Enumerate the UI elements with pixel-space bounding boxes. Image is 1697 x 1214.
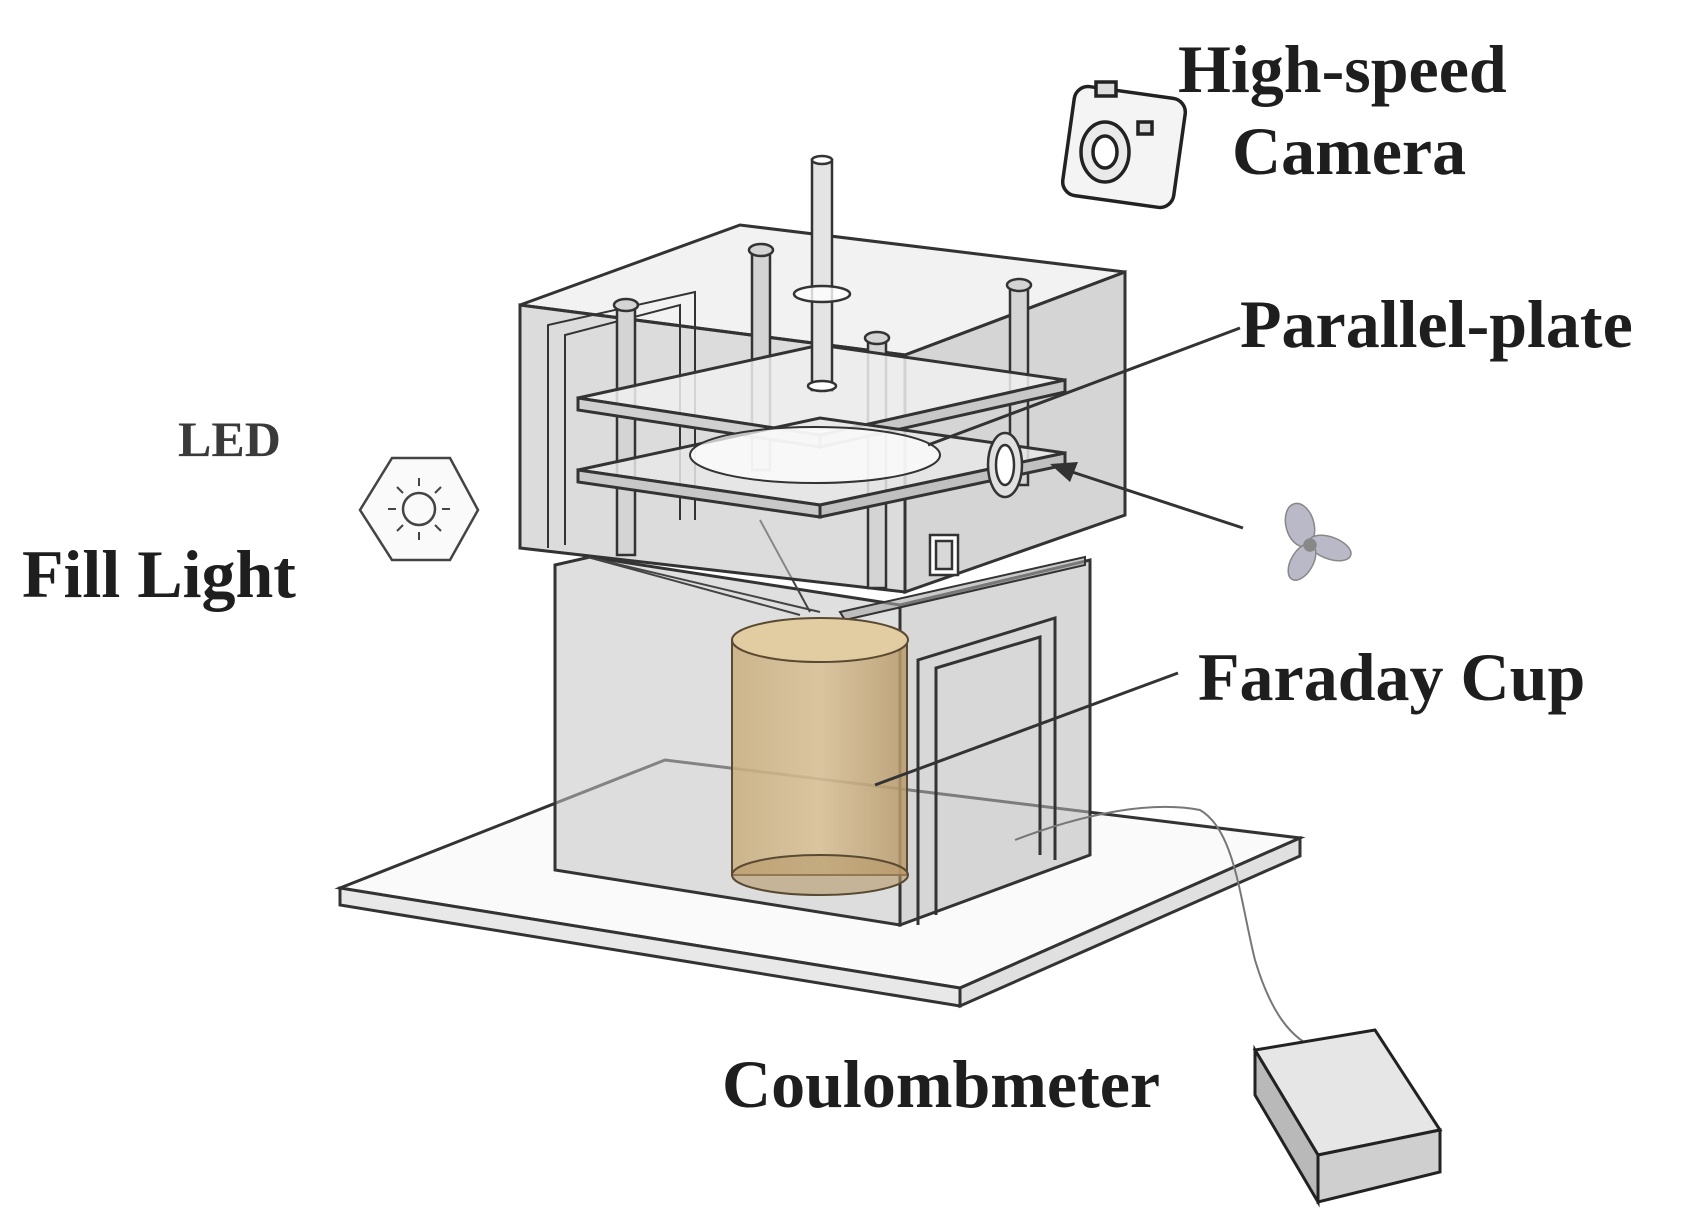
arrow-head	[1050, 462, 1078, 482]
camera-icon	[1060, 80, 1188, 210]
coulombmeter-box	[1252, 1028, 1443, 1208]
parallel-plate-label: Parallel-plate	[1240, 286, 1633, 362]
side-port	[928, 431, 1024, 577]
led-sun-icon	[358, 456, 480, 562]
faraday-cup-label: Faraday Cup	[1198, 639, 1586, 715]
led-label: LED	[178, 411, 281, 467]
faraday-cup	[731, 617, 909, 896]
coulombmeter-label: Coulombmeter	[722, 1046, 1161, 1122]
camera-label-line2: Camera	[1232, 113, 1467, 189]
signal-wire	[1014, 805, 1321, 1051]
fill-light-label: Fill Light	[22, 536, 296, 612]
camera-label-line1: High-speed	[1178, 31, 1507, 107]
leader-lines	[874, 326, 1244, 787]
fan-icon	[1284, 502, 1352, 581]
top-rod	[792, 154, 852, 393]
